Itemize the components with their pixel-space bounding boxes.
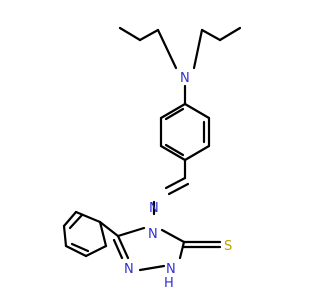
amine-n-label: N — [180, 71, 190, 86]
molecule-drawing: N N N N N H S — [62, 26, 242, 291]
triazole-n4-label: N — [148, 227, 158, 242]
imine-double-bond — [164, 176, 190, 196]
propyl-chain-right — [192, 26, 242, 70]
propyl-chain-left — [118, 26, 178, 70]
triazole-ring — [112, 226, 186, 272]
structure-diagram: N N N N N H S — [62, 26, 242, 291]
triazole-n2-label: N — [124, 262, 134, 277]
triazole-nh-h-label: H — [164, 276, 174, 291]
triazole-nh-label: N — [166, 262, 176, 277]
benzene-ring-top — [159, 102, 211, 162]
phenyl-link-bond — [98, 220, 120, 238]
thione-s-label: S — [224, 239, 232, 254]
phenyl-ring — [62, 210, 108, 258]
imine-n-label: N — [149, 201, 159, 216]
thione-double-bond — [182, 240, 222, 249]
